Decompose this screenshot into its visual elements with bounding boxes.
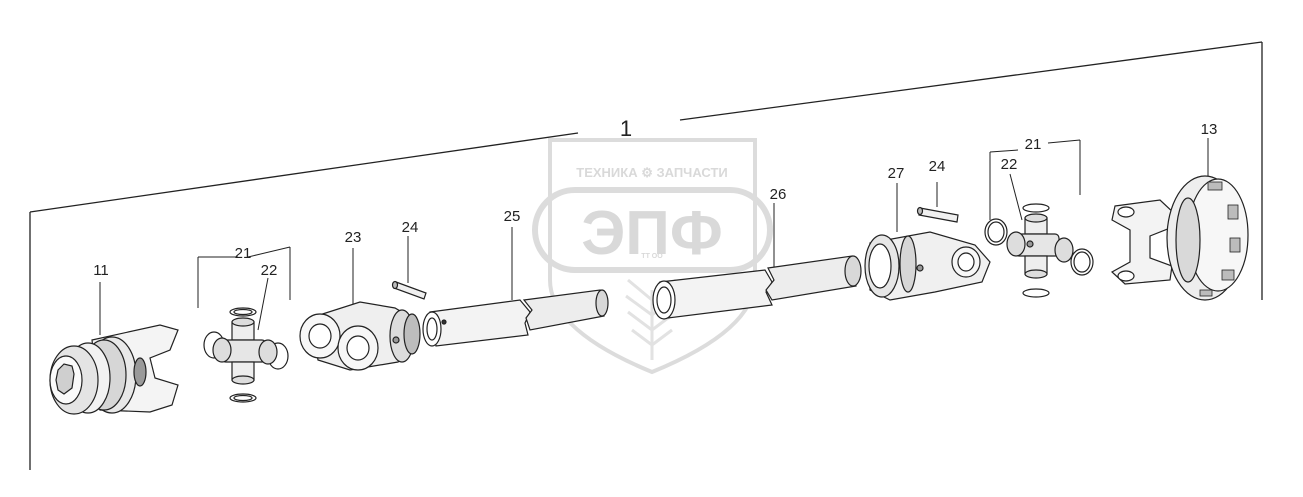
- part-23-inner-yoke: [299, 301, 421, 371]
- part-21-cross-kit-left: [203, 307, 289, 403]
- callout-24-left: 24: [402, 219, 419, 236]
- part-13-guard-cone: [1110, 175, 1249, 301]
- assembly-bracket: [29, 41, 1263, 470]
- callout-23: 23: [345, 229, 362, 246]
- watermark-top-text: ТЕХНИКА ⚙ ЗАПЧАСТИ: [576, 165, 727, 180]
- callout-22-left: 22: [261, 262, 278, 279]
- part-21-cross-kit-right: [984, 203, 1094, 298]
- callout-21-right: 21: [1025, 136, 1042, 153]
- callout-21-left: 21: [235, 245, 252, 262]
- callout-13: 13: [1201, 121, 1218, 138]
- callout-11: 11: [93, 262, 109, 279]
- part-27-outer-yoke: [864, 231, 991, 301]
- part-24-pin-right: [916, 206, 959, 223]
- watermark-logo-text: ЭПФ: [581, 199, 723, 268]
- callout-25: 25: [504, 208, 521, 225]
- watermark-logo: ТЕХНИКА ⚙ ЗАПЧАСТИ ЭПФ ТТ ОО: [532, 138, 773, 375]
- callout-22-right: 22: [1001, 156, 1018, 173]
- watermark-small-text: ТТ ОО: [641, 253, 663, 260]
- assembly-bracket-line-left: [29, 132, 579, 213]
- callout-27: 27: [888, 165, 905, 182]
- callout-26: 26: [770, 186, 787, 203]
- callout-24-right: 24: [929, 158, 946, 175]
- part-26-outer-tube: [652, 255, 862, 320]
- callout-labels: 1 11 21 22 23 24 25 26 27 24 21 22 13: [93, 116, 1217, 279]
- part-25-inner-tube: [422, 289, 609, 347]
- assembly-bracket-line-right: [679, 41, 1263, 121]
- leader-lines: [99, 138, 1209, 335]
- watermark-pill-icon: [532, 187, 773, 273]
- part-24-pin-left: [391, 280, 427, 300]
- part-11-yoke: [49, 324, 179, 415]
- callout-assembly: 1: [620, 116, 632, 141]
